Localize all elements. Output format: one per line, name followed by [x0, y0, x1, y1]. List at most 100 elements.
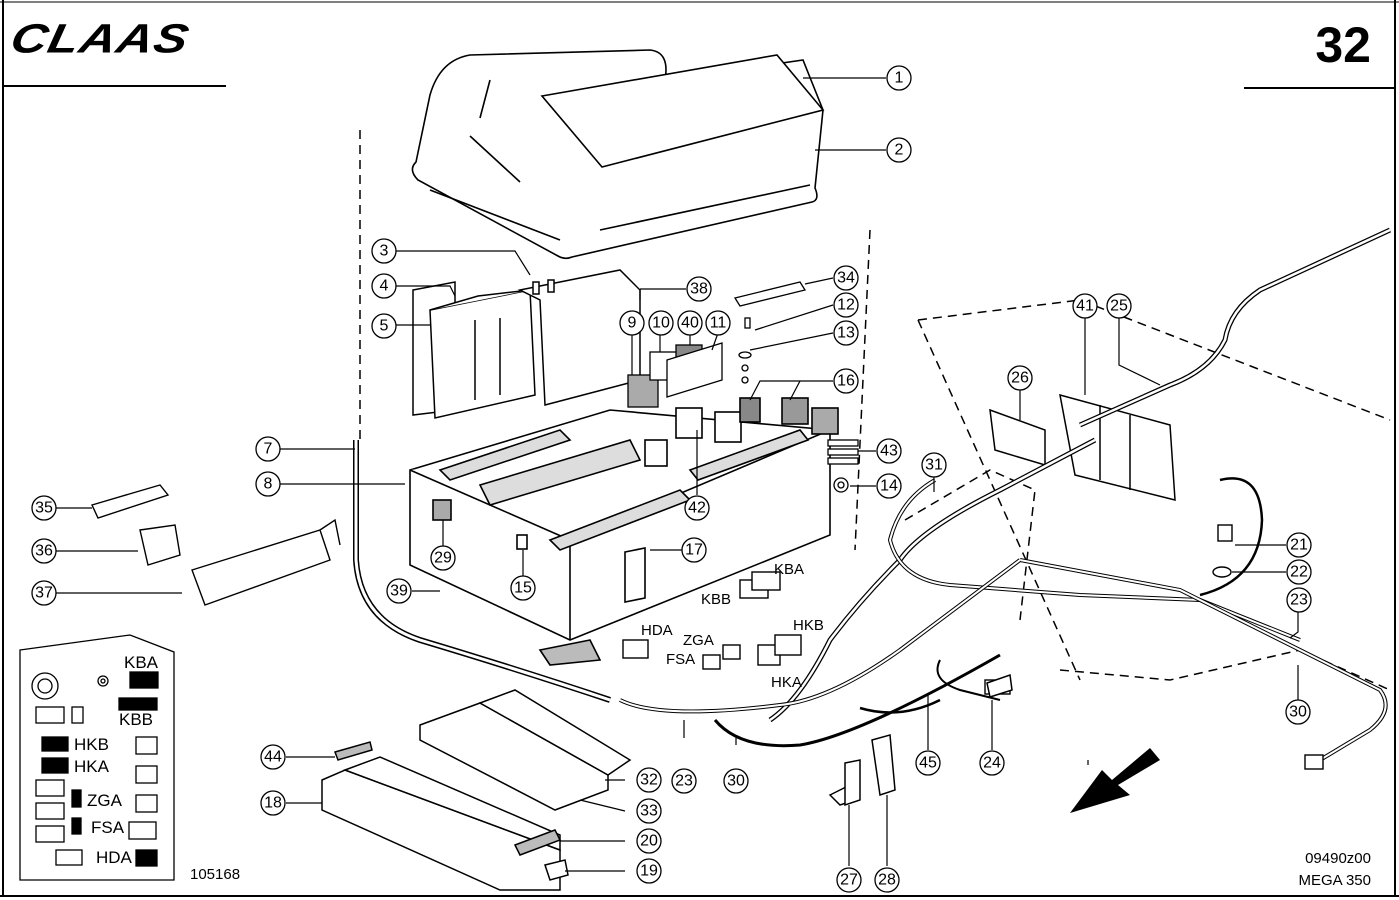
callout-label: 26	[1011, 370, 1029, 387]
control-modules	[412, 269, 641, 419]
clips	[828, 673, 1013, 807]
callout-9	[619, 310, 645, 336]
callout-label: 23	[1290, 592, 1308, 609]
callout-5	[371, 313, 397, 339]
panel-layout-legend	[19, 634, 175, 881]
callout-34	[833, 265, 859, 291]
relays	[627, 342, 723, 408]
callout-label: 30	[727, 773, 745, 790]
callout-leader-lines	[56, 77, 1299, 872]
callout-8	[255, 471, 281, 497]
reference-number: 105168	[190, 866, 241, 883]
callout-39	[386, 578, 412, 604]
callout-25	[1106, 293, 1132, 319]
callout-31	[921, 452, 947, 478]
cover-housing	[411, 49, 825, 260]
callout-42	[684, 495, 710, 521]
callout-label: 14	[880, 478, 898, 495]
callout-11	[705, 310, 731, 336]
callout-38	[686, 276, 712, 302]
callout-label: 23	[675, 773, 693, 790]
callout-18	[260, 790, 286, 816]
callout-label: 29	[434, 550, 452, 567]
busbar-and-fasteners	[733, 281, 807, 384]
callout-27	[836, 867, 862, 893]
callout-label: 38	[690, 281, 708, 298]
callout-14	[876, 473, 902, 499]
callout-label: 20	[640, 833, 658, 850]
callout-label: 18	[264, 795, 282, 812]
callout-28	[874, 867, 900, 893]
callout-10	[648, 310, 674, 336]
connector-label-zga: ZGA	[683, 632, 714, 649]
callout-37	[31, 580, 57, 606]
callout-label: 41	[1076, 298, 1094, 315]
callout-20	[636, 828, 662, 854]
callout-label: 45	[919, 755, 937, 772]
callout-label: 25	[1110, 298, 1128, 315]
panel-label-hkb: HKB	[74, 735, 109, 754]
connector-label-fsa: FSA	[666, 651, 695, 668]
callout-label: 5	[380, 318, 389, 335]
callout-label: 21	[1290, 537, 1308, 554]
callout-label: 31	[925, 457, 943, 474]
callout-label: 12	[837, 297, 855, 314]
connector-label-kbb: KBB	[701, 591, 731, 608]
panel-label-hka: HKA	[74, 757, 110, 776]
callout-33	[636, 798, 662, 824]
callout-label: 36	[35, 543, 53, 560]
callout-label: 44	[264, 749, 282, 766]
callout-label: 43	[880, 443, 898, 460]
callout-bubbles	[31, 65, 1312, 893]
callout-label: 13	[837, 325, 855, 342]
connector-label-hkb: HKB	[793, 617, 824, 634]
callout-label: 4	[380, 278, 389, 295]
callout-7	[255, 436, 281, 462]
callout-16	[833, 368, 859, 394]
callout-label: 34	[837, 270, 855, 287]
callout-label: 11	[710, 315, 727, 332]
callout-label: 10	[652, 315, 670, 332]
callout-36	[31, 538, 57, 564]
callout-15	[510, 575, 536, 601]
harness-connectors	[622, 524, 1324, 770]
machine-model: MEGA 350	[1298, 872, 1371, 889]
loose-connectors	[91, 484, 341, 606]
callout-32	[636, 767, 662, 793]
callout-45	[915, 750, 941, 776]
callout-label: 15	[514, 580, 532, 597]
callout-label: 9	[628, 315, 637, 332]
callout-21	[1286, 532, 1312, 558]
callout-44	[260, 744, 286, 770]
connector-label-hka: HKA	[771, 674, 802, 691]
callout-label: 19	[640, 863, 658, 880]
callout-numbers: 1 2 3 4 5 7 8 9 10 11 12 13 14 15 16 17 …	[35, 70, 1308, 889]
callout-label: 1	[895, 70, 904, 87]
central-electrics-box	[409, 397, 839, 666]
callout-23b	[1286, 587, 1312, 613]
callout-label: 28	[878, 872, 896, 889]
callout-1	[886, 65, 912, 91]
callout-label: 16	[837, 373, 855, 390]
arrow-down-left-icon	[1070, 748, 1160, 813]
callout-12	[833, 292, 859, 318]
panel-label-kbb: KBB	[119, 710, 153, 729]
panel-label-hda: HDA	[96, 848, 133, 867]
callout-22	[1286, 559, 1312, 585]
callout-30a	[723, 768, 749, 794]
connector-label-kba: KBA	[774, 561, 804, 578]
assembly-dashed-lines	[359, 130, 1391, 691]
callout-43	[876, 438, 902, 464]
callout-30b	[1285, 699, 1311, 725]
callout-26	[1007, 365, 1033, 391]
callout-label: 7	[264, 441, 273, 458]
panel-label-zga: ZGA	[87, 791, 123, 810]
callout-label: 17	[685, 542, 703, 559]
callout-label: 8	[264, 476, 273, 493]
connector-labels: KBA KBB HKB HKA ZGA FSA HDA	[641, 561, 824, 691]
callout-label: 22	[1290, 564, 1308, 581]
callout-3	[371, 238, 397, 264]
